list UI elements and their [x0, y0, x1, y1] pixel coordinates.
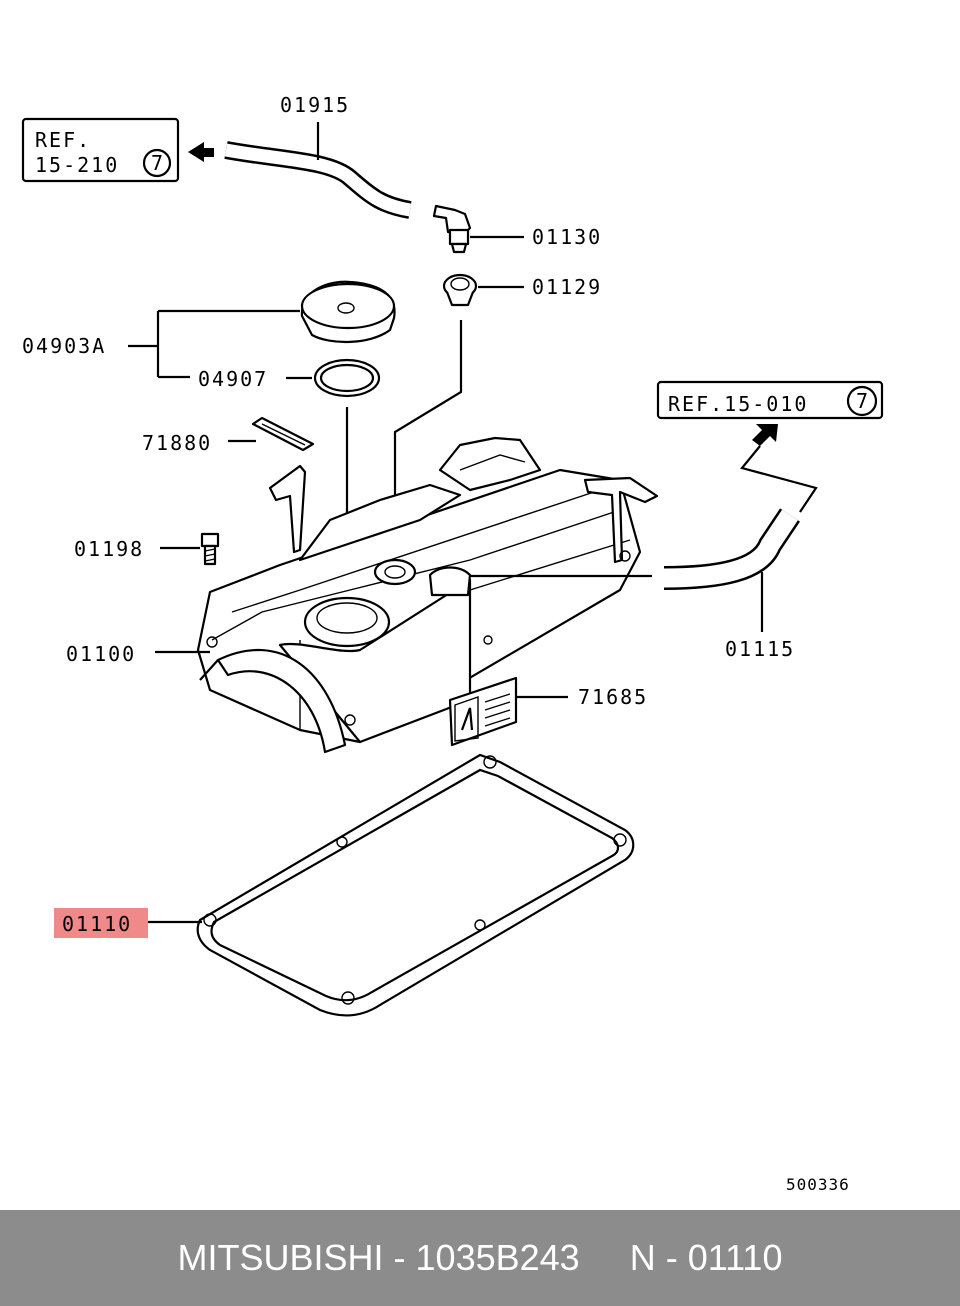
pcv-valve-01130[interactable] — [432, 204, 472, 254]
o-ring-04907[interactable] — [313, 358, 381, 398]
callout-04903A[interactable]: 04903A — [22, 334, 106, 358]
exploded-view: REF. 15-210 7 01915 01130 01129 04903A — [21, 93, 884, 1194]
grommet-01129[interactable] — [442, 273, 478, 307]
footer-gap — [580, 1237, 630, 1279]
caution-label-71685[interactable] — [448, 676, 518, 747]
diagram-code: 500336 — [786, 1175, 850, 1194]
parts-diagram: REF. 15-210 7 01915 01130 01129 04903A — [21, 93, 884, 1194]
rocker-cover-01100[interactable] — [196, 436, 659, 754]
footer-position-label: N - 01110 — [629, 1237, 783, 1278]
callout-01115[interactable]: 01115 — [725, 637, 795, 661]
callout-04907[interactable]: 04907 — [198, 367, 268, 391]
arrow-up-icon — [752, 424, 778, 446]
callout-01130[interactable]: 01130 — [532, 225, 602, 249]
bolt-01198[interactable] — [200, 532, 220, 566]
callout-01100[interactable]: 01100 — [66, 642, 136, 666]
callout-71880[interactable]: 71880 — [142, 431, 212, 455]
highlight-box — [54, 908, 148, 938]
ref-left-line1: REF. — [35, 128, 91, 152]
label-strip-71880[interactable] — [251, 416, 315, 452]
arrow-left-icon — [188, 142, 214, 162]
ref-box-right[interactable]: REF.15-010 7 — [656, 380, 884, 420]
callout-01129[interactable]: 01129 — [532, 275, 602, 299]
callout-01198[interactable]: 01198 — [74, 537, 144, 561]
gasket-01110[interactable] — [196, 753, 635, 1017]
ref-right-circle: 7 — [856, 389, 870, 413]
ref-left-circle: 7 — [151, 151, 165, 175]
oil-filler-cap-04903A[interactable] — [300, 280, 396, 343]
callout-01915[interactable]: 01915 — [280, 93, 350, 117]
ref-right-text: REF.15-010 — [668, 392, 808, 416]
ref-left-line2: 15-210 — [35, 153, 119, 177]
ref-box-left[interactable]: REF. 15-210 7 — [21, 117, 180, 183]
footer-bar: MITSUBISHI - 1035B243 N - 01110 — [0, 1210, 960, 1306]
footer-separator: - — [383, 1237, 416, 1278]
callout-01110[interactable]: 01110 — [62, 912, 132, 936]
footer-brand: MITSUBISHI — [177, 1237, 384, 1278]
callout-71685[interactable]: 71685 — [578, 685, 648, 709]
footer-part-number: 1035B243 — [415, 1237, 580, 1278]
